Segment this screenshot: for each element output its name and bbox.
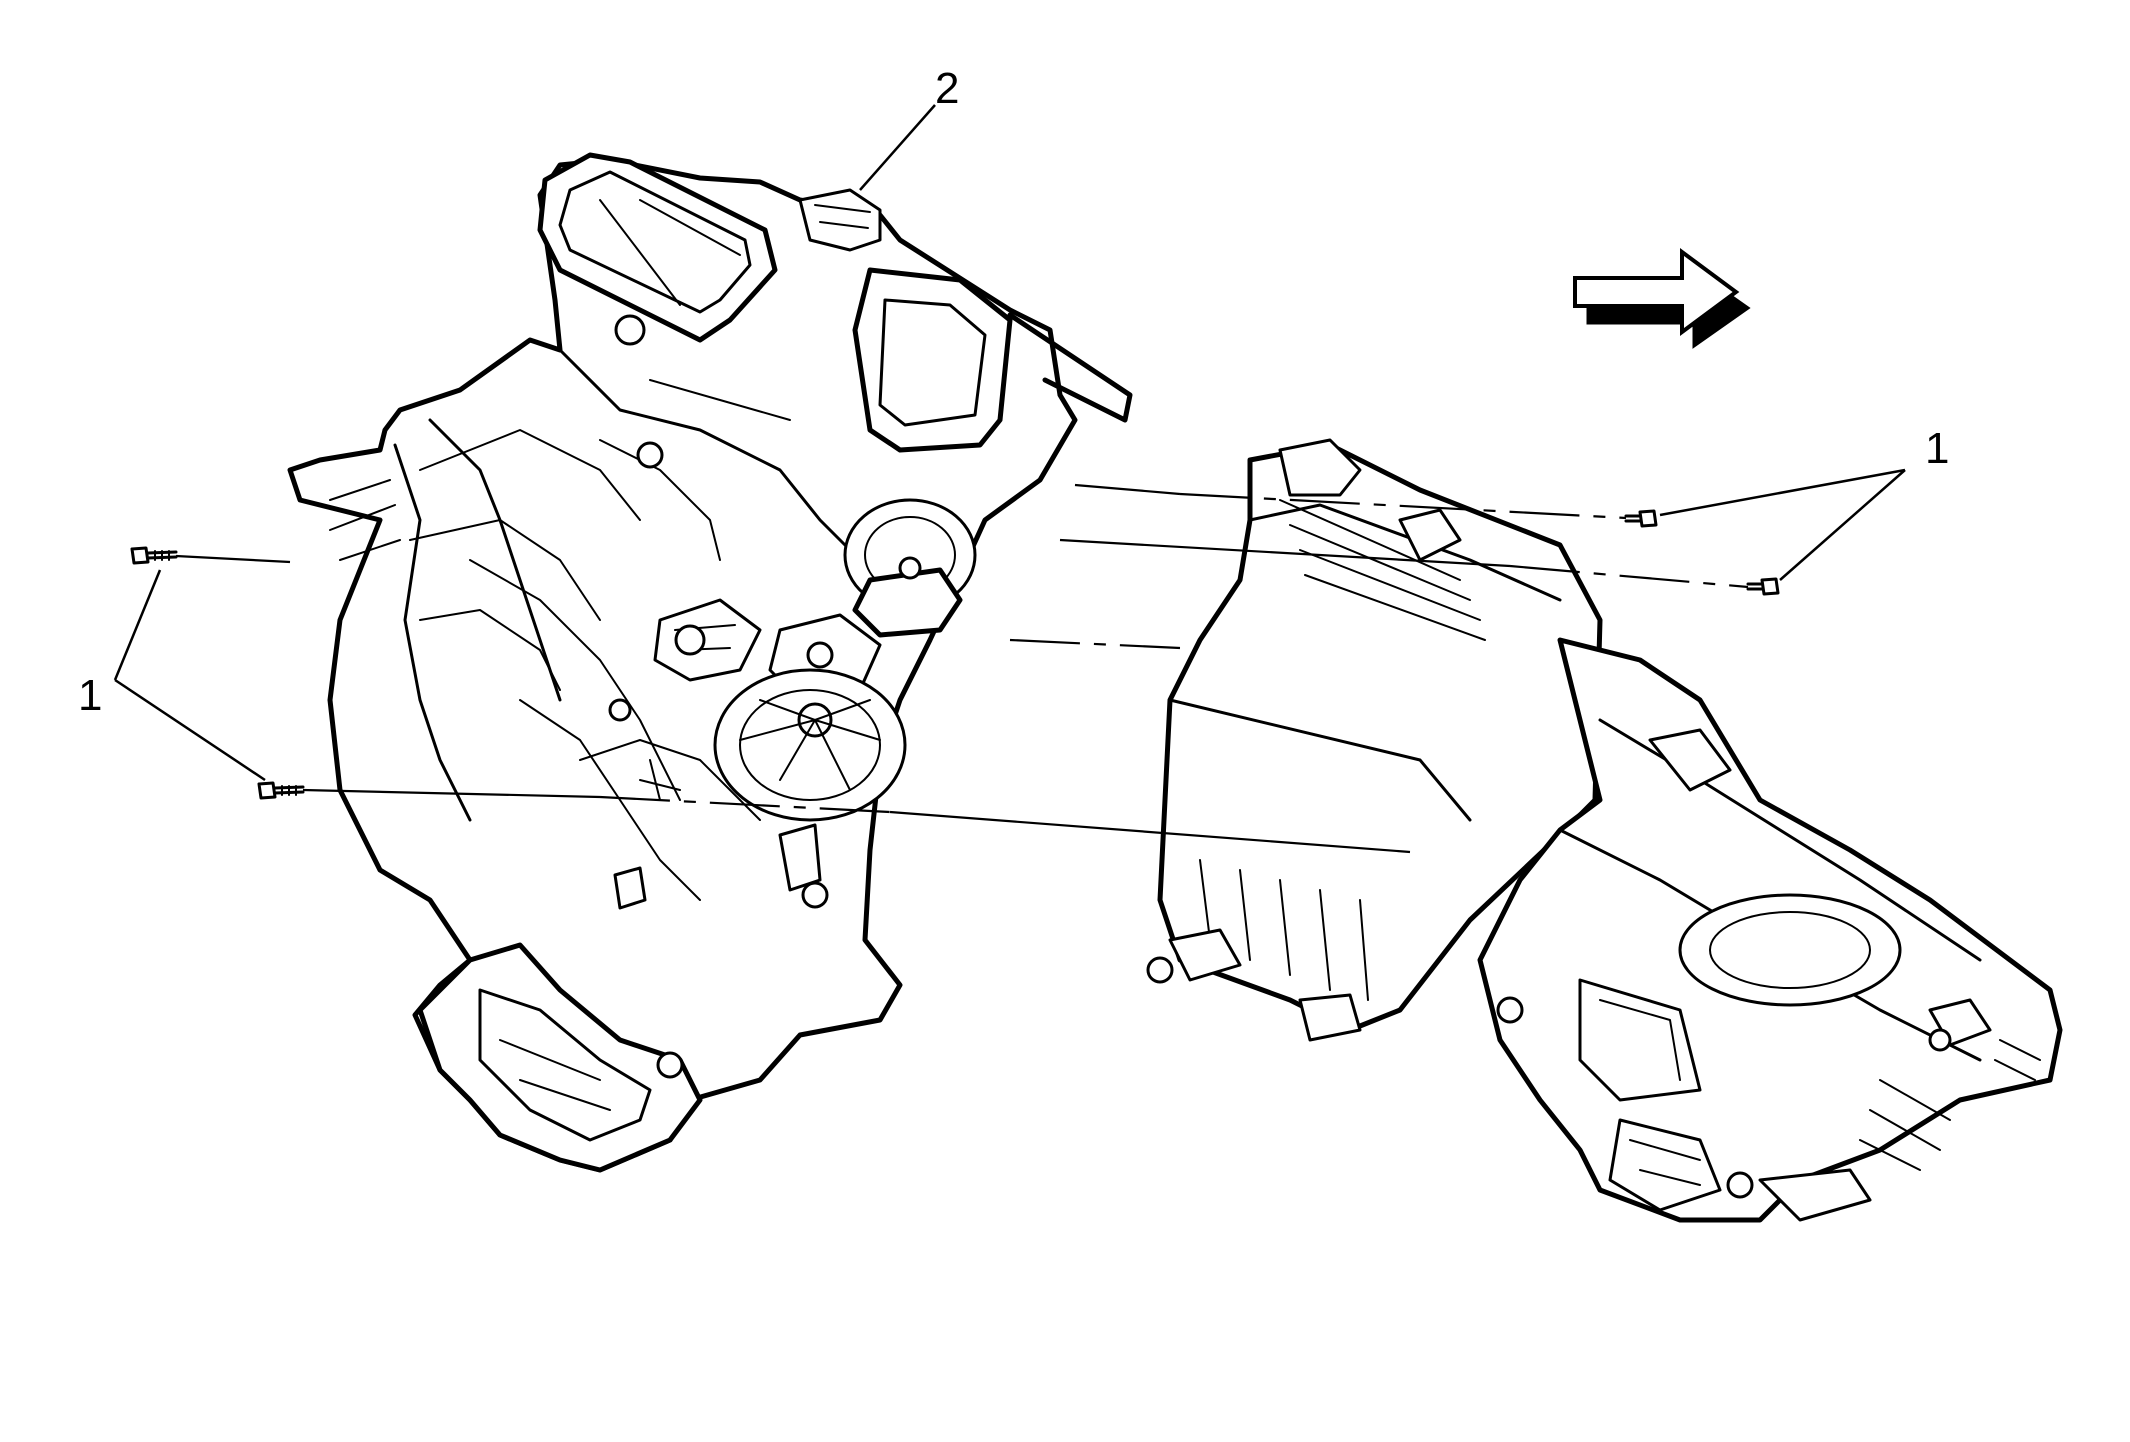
- hollow-arrow-right-icon: [1573, 248, 1751, 349]
- screw-right-upper: [1624, 509, 1658, 528]
- screw-left-upper: [130, 546, 178, 565]
- callout-label-1-left: 1: [78, 671, 102, 720]
- hvac-module-lower-case: [1146, 438, 2063, 1223]
- screw-right-lower: [1746, 577, 1780, 596]
- screw-left-lower: [257, 781, 305, 800]
- hvac-module-upper-case: [287, 152, 1133, 1173]
- callout-label-2: 2: [935, 64, 959, 113]
- alignment-lines: [175, 483, 1749, 854]
- callout-leaders: [113, 104, 1906, 782]
- callout-label-1-right: 1: [1925, 424, 1949, 473]
- fastener-screws: [130, 509, 1780, 800]
